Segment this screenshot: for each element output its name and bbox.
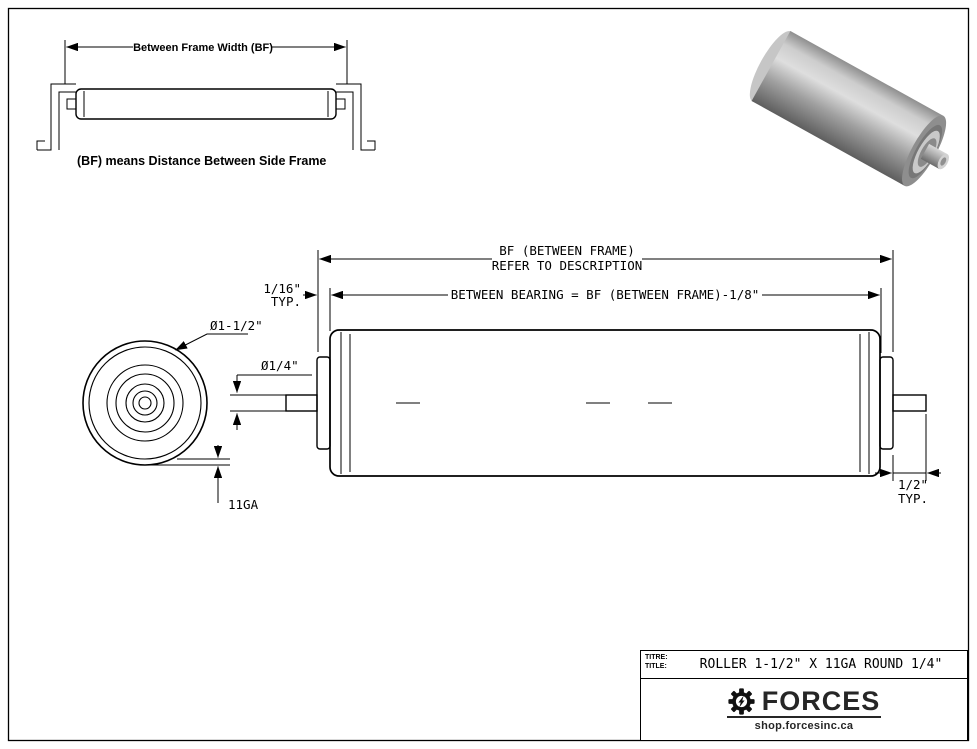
title-block-header: TITRE: TITLE: ROLLER 1-1/2" X 11GA ROUND… bbox=[641, 651, 967, 679]
legend-caption: (BF) means Distance Between Side Frame bbox=[77, 154, 326, 168]
right-bearing-hub bbox=[879, 356, 894, 450]
title-label-fr: TITRE: bbox=[645, 654, 668, 661]
left-shaft bbox=[285, 394, 318, 412]
gear-lightning-icon bbox=[728, 687, 755, 715]
roller-side-view bbox=[285, 329, 927, 477]
dimension-lines bbox=[150, 250, 941, 503]
right-shaft bbox=[892, 394, 927, 412]
title-block: TITRE: TITLE: ROLLER 1-1/2" X 11GA ROUND… bbox=[640, 650, 968, 741]
bf-legend-diagram bbox=[36, 40, 376, 151]
shaft-diameter-label: Ø1/4" bbox=[261, 358, 299, 373]
between-bearing-label: BETWEEN BEARING = BF (BETWEEN FRAME)-1/8… bbox=[451, 287, 760, 302]
roller-end-view bbox=[82, 340, 208, 466]
typ-one-sixteenth-sublabel: TYP. bbox=[271, 294, 301, 309]
bf-dimension-label: BF (BETWEEN FRAME) bbox=[499, 243, 634, 258]
roller-diameter-label: Ø1-1/2" bbox=[210, 318, 263, 333]
brand-website: shop.forcesinc.ca bbox=[754, 719, 854, 732]
end-view-shaft-circle bbox=[138, 396, 152, 410]
typ-half-inch-label: 1/2" bbox=[898, 477, 928, 492]
brand-row: FORCES bbox=[728, 688, 881, 715]
end-view-od-circle bbox=[82, 340, 208, 466]
bf-dimension-sublabel: REFER TO DESCRIPTION bbox=[492, 258, 643, 273]
drawing-title: ROLLER 1-1/2" X 11GA ROUND 1/4" bbox=[699, 657, 943, 672]
legend-left-frame-icon bbox=[36, 83, 76, 151]
roller-3d-body bbox=[751, 31, 944, 186]
typ-one-sixteenth-label: 1/16" bbox=[263, 281, 301, 296]
legend-roller bbox=[66, 88, 346, 120]
roller-3d-shaft-tip bbox=[940, 157, 947, 166]
logo-divider bbox=[727, 715, 881, 718]
gauge-label: 11GA bbox=[228, 497, 259, 512]
legend-right-frame-icon bbox=[336, 83, 376, 151]
left-bearing-hub bbox=[316, 356, 331, 450]
title-label-en: TITLE: bbox=[645, 663, 667, 670]
title-labels: TITRE: TITLE: bbox=[645, 653, 668, 671]
brand-name: FORCES bbox=[761, 686, 881, 716]
roller-3d-render bbox=[749, 31, 949, 187]
legend-dimension-label: Between Frame Width (BF) bbox=[133, 42, 273, 54]
typ-half-inch-sublabel: TYP. bbox=[898, 491, 928, 506]
brand-logo: FORCES shop.forcesinc.ca bbox=[641, 679, 967, 740]
sheet-border bbox=[7, 7, 970, 742]
